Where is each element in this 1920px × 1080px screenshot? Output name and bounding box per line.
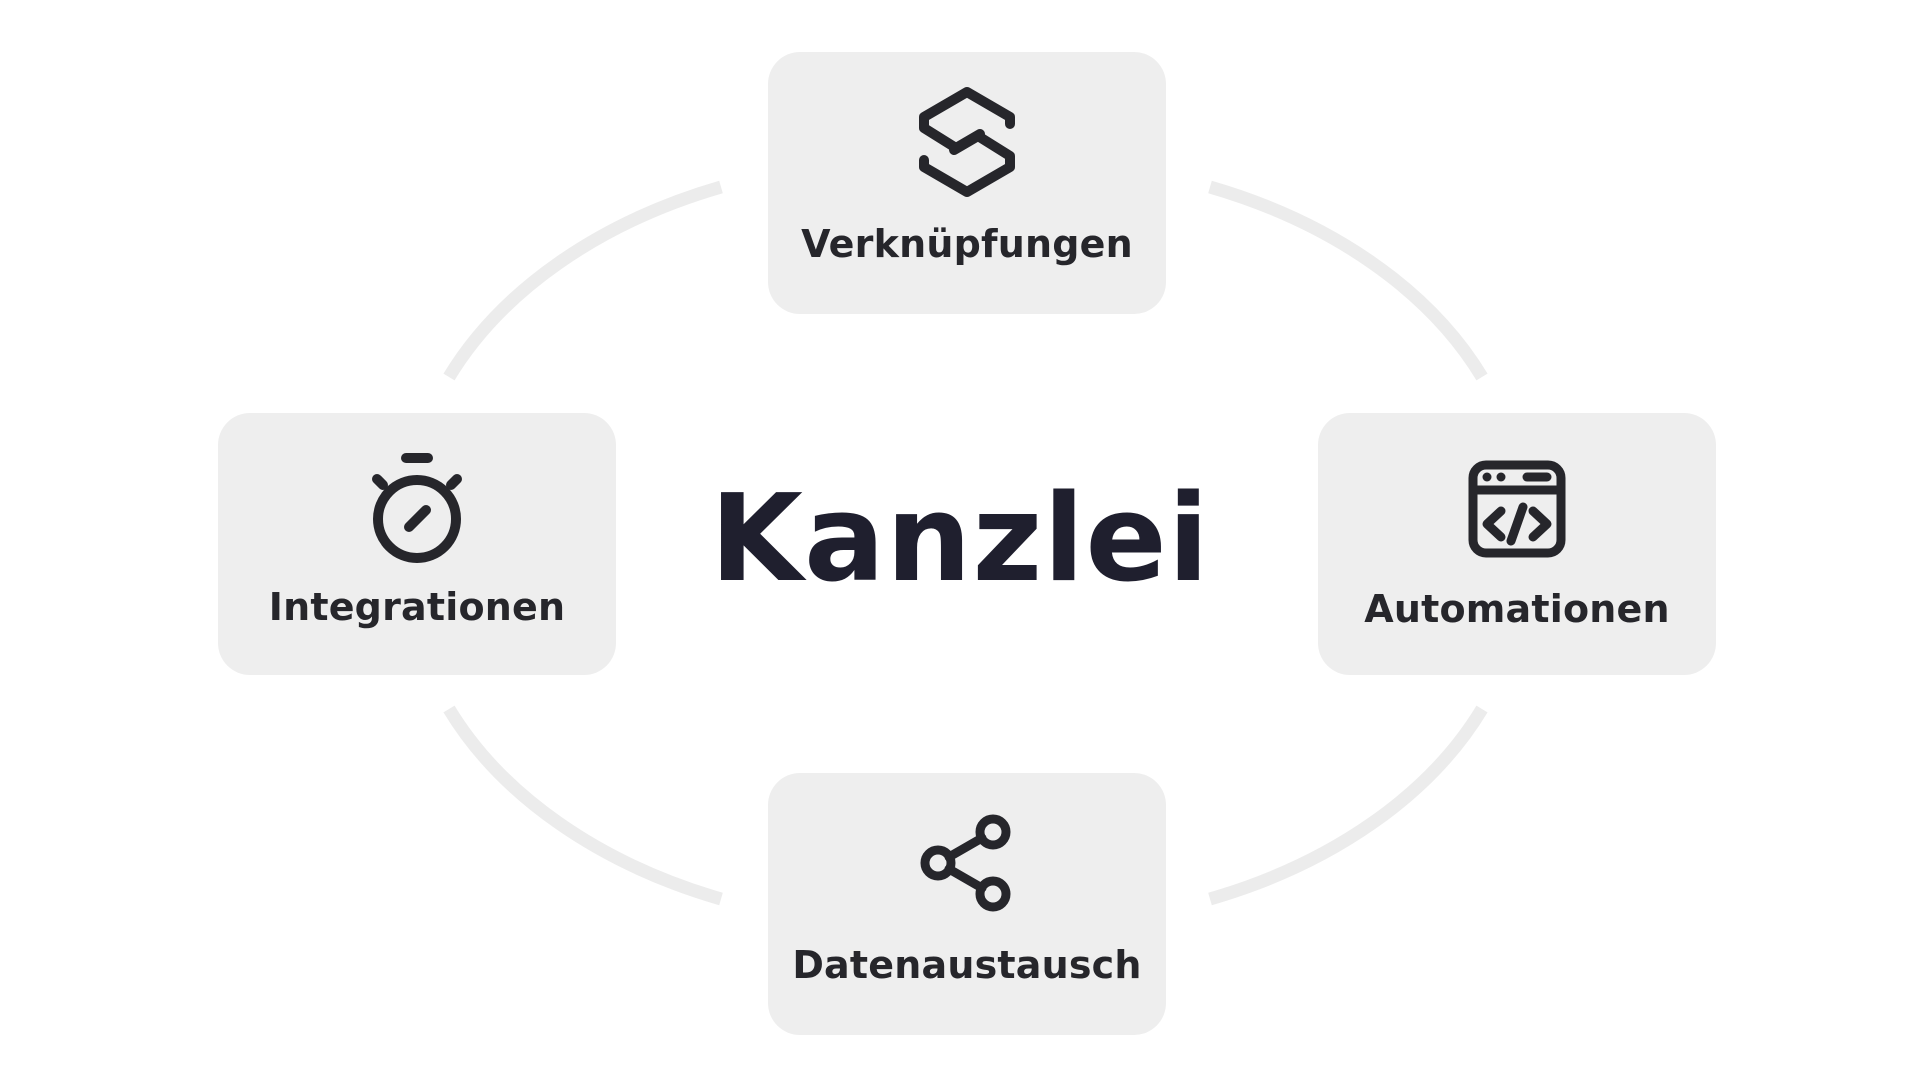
- node-verknuepfungen: Verknüpfungen: [768, 52, 1166, 314]
- node-label: Automationen: [1364, 587, 1670, 631]
- node-integrationen: Integrationen: [218, 413, 616, 675]
- stopwatch-icon: [372, 453, 462, 563]
- ring-arc-bottom-left: [443, 705, 723, 906]
- node-label: Datenaustausch: [792, 943, 1142, 987]
- node-label: Integrationen: [268, 585, 566, 629]
- ring-arc-top-left: [443, 180, 723, 381]
- ring-arc-bottom-right: [1208, 705, 1488, 906]
- link-chain-icon: [919, 87, 1015, 197]
- node-label: Verknüpfungen: [801, 222, 1133, 266]
- node-datenaustausch: Datenaustausch: [768, 773, 1166, 1035]
- share-icon: [920, 814, 1011, 912]
- code-window-icon: [1468, 460, 1566, 558]
- center-title: Kanzlei: [710, 470, 1210, 609]
- node-automationen: Automationen: [1318, 413, 1716, 675]
- ring-arc-top-right: [1208, 180, 1488, 381]
